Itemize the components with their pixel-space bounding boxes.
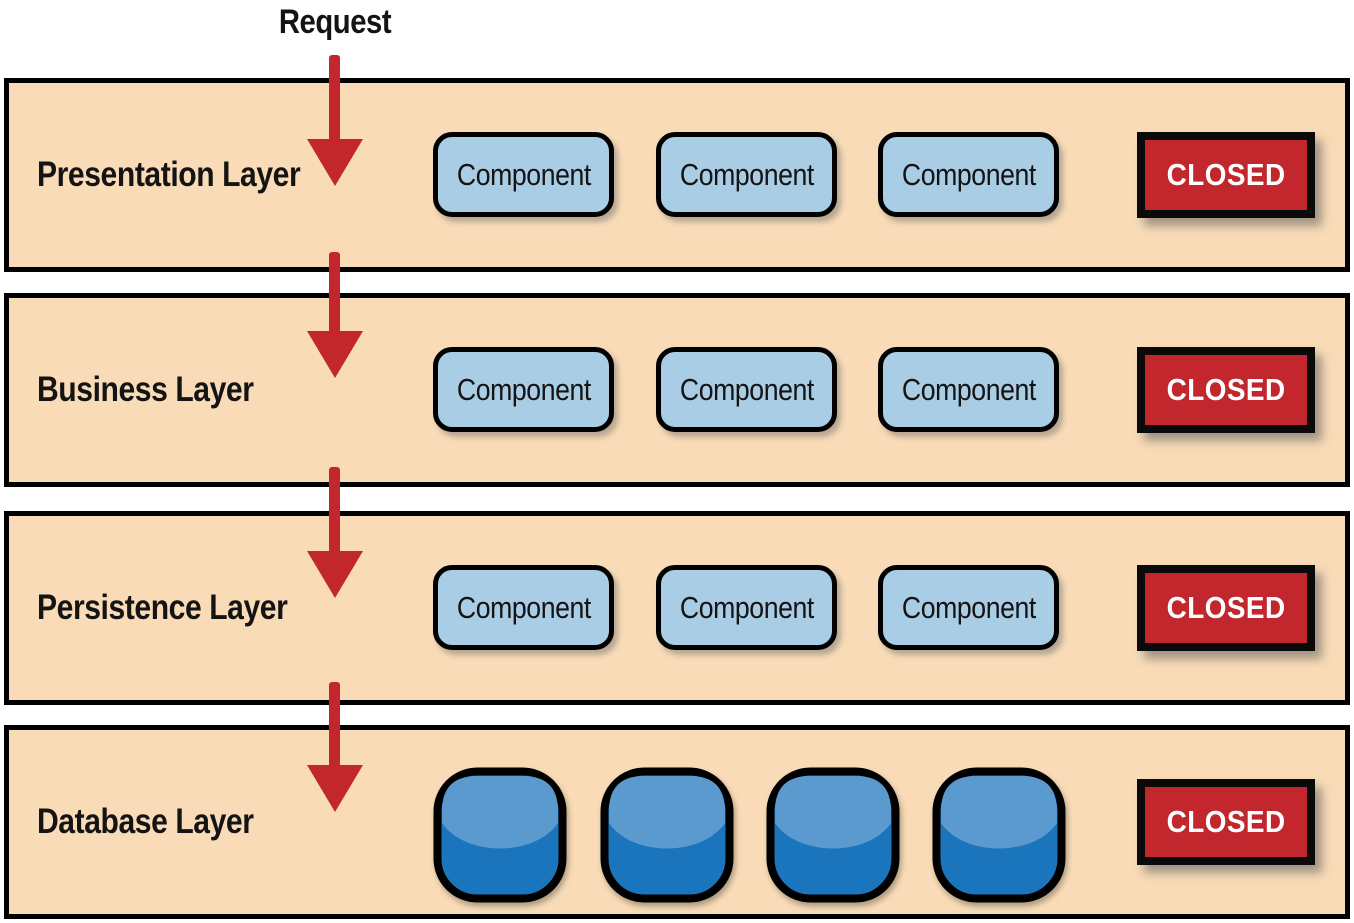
component-label: Component <box>901 589 1036 625</box>
layer-database: Database Layer CLOSED <box>4 725 1350 919</box>
layer-name: Presentation Layer <box>37 155 301 194</box>
database-cylinder-icon <box>433 767 567 903</box>
arrow-shaft <box>329 55 340 143</box>
layer-name: Database Layer <box>37 802 254 841</box>
arrow-head <box>307 331 363 378</box>
component-box: Component <box>878 565 1059 650</box>
component-box: Component <box>433 347 614 432</box>
layer-persistence: Persistence Layer Component Component Co… <box>4 511 1350 705</box>
arrow-head <box>307 765 363 812</box>
component-label: Component <box>679 589 814 625</box>
component-label: Component <box>679 156 814 192</box>
component-box: Component <box>656 132 837 217</box>
closed-label: CLOSED <box>1166 804 1286 839</box>
component-label: Component <box>456 589 591 625</box>
arrow-shaft <box>329 252 340 335</box>
component-label: Component <box>456 371 591 407</box>
database-cylinder-icon <box>600 767 734 903</box>
closed-badge: CLOSED <box>1137 347 1315 433</box>
arrow-shaft <box>329 467 340 555</box>
arrow-down-icon <box>307 55 363 186</box>
database-cylinder-icon <box>766 767 900 903</box>
component-label: Component <box>901 371 1036 407</box>
closed-label: CLOSED <box>1166 372 1286 407</box>
component-box: Component <box>433 132 614 217</box>
arrow-down-icon <box>307 467 363 598</box>
layer-business: Business Layer Component Component Compo… <box>4 293 1350 487</box>
layer-presentation: Presentation Layer Component Component C… <box>4 78 1350 272</box>
component-box: Component <box>878 132 1059 217</box>
component-label: Component <box>679 371 814 407</box>
closed-badge: CLOSED <box>1137 565 1315 651</box>
arrow-down-icon <box>307 682 363 812</box>
closed-badge: CLOSED <box>1137 779 1315 865</box>
component-label: Component <box>901 156 1036 192</box>
closed-label: CLOSED <box>1166 157 1286 192</box>
arrow-head <box>307 551 363 598</box>
component-label: Component <box>456 156 591 192</box>
component-box: Component <box>656 347 837 432</box>
database-cylinder-icon <box>932 767 1066 903</box>
arrow-shaft <box>329 682 340 769</box>
request-label: Request <box>278 3 392 41</box>
arrow-down-icon <box>307 252 363 378</box>
closed-badge: CLOSED <box>1137 132 1315 218</box>
layer-name: Persistence Layer <box>37 588 288 627</box>
arrow-head <box>307 139 363 186</box>
component-box: Component <box>433 565 614 650</box>
layer-name: Business Layer <box>37 370 254 409</box>
component-box: Component <box>878 347 1059 432</box>
component-box: Component <box>656 565 837 650</box>
closed-label: CLOSED <box>1166 590 1286 625</box>
